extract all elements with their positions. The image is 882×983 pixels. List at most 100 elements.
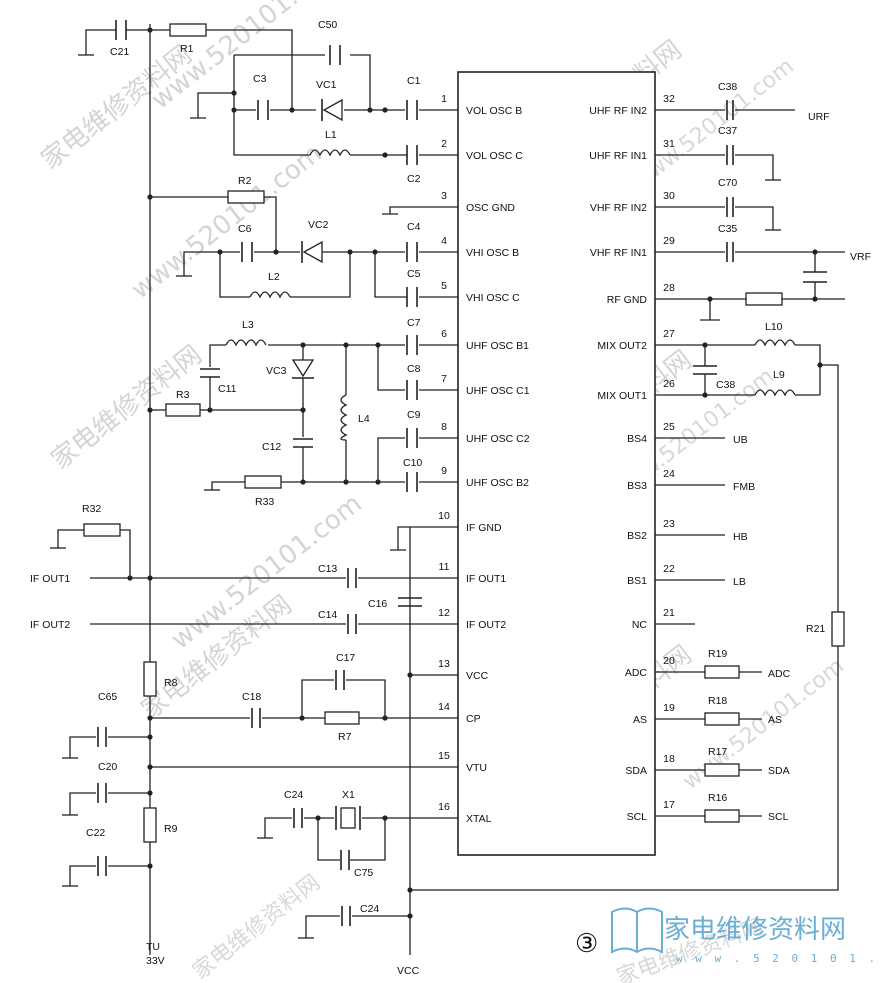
figure-number: ③ xyxy=(575,928,598,958)
ic-pin-label: NC xyxy=(632,619,648,631)
c10-label: C10 xyxy=(403,457,422,469)
vc1-label: VC1 xyxy=(316,79,337,91)
ic-pin-label: UHF RF IN1 xyxy=(589,150,647,162)
ic-pin-label: VOL OSC B xyxy=(466,105,522,117)
ic-pin-number: 25 xyxy=(663,421,675,433)
ic-pin-number: 27 xyxy=(663,328,675,340)
ic-pin-number: 16 xyxy=(438,801,450,813)
vcc-net: VCC xyxy=(397,965,420,977)
c38b-label: C38 xyxy=(716,379,735,391)
l1-label: L1 xyxy=(325,129,337,141)
l4-inductor xyxy=(340,394,348,441)
if-gnd-wire xyxy=(390,526,458,551)
c70-label: C70 xyxy=(718,177,737,189)
ic-pin-label: VOL OSC C xyxy=(466,150,523,162)
ic-pin-label: RF GND xyxy=(607,294,648,306)
l3-label: L3 xyxy=(242,319,254,331)
c3-ground xyxy=(190,92,234,119)
c4-capacitor xyxy=(406,242,418,262)
c5-capacitor xyxy=(406,287,418,307)
watermark-url: www.520101.com xyxy=(678,654,849,795)
c8-label: C8 xyxy=(407,363,421,375)
ic-pin-number: 14 xyxy=(438,701,450,713)
ic-pin-number: 30 xyxy=(663,190,675,202)
book-icon xyxy=(611,907,663,954)
ic-pin-number: 20 xyxy=(663,655,675,667)
ic-pin-number: 23 xyxy=(663,518,675,530)
ic-pin-number: 2 xyxy=(441,138,447,150)
ic-pin-label: UHF RF IN2 xyxy=(589,105,647,117)
x1-label: X1 xyxy=(342,789,355,801)
c35-capacitor xyxy=(726,242,734,262)
ic-pin-label: IF GND xyxy=(466,522,502,534)
l9-label: L9 xyxy=(773,369,785,381)
ic-pin-number: 26 xyxy=(663,378,675,390)
ic-pin-label: SDA xyxy=(625,765,647,777)
adc-net: ADC xyxy=(768,668,791,680)
ic-pin-number: 17 xyxy=(663,799,675,811)
c50-label: C50 xyxy=(318,19,337,31)
ub-net: UB xyxy=(733,434,748,446)
site-logo: 家电维修资料网 w w w . 5 2 0 1 0 1 . c o m xyxy=(611,907,882,965)
watermark-url: www.520101.com xyxy=(126,139,328,306)
ic-pin-number: 18 xyxy=(663,753,675,765)
logo-url: w w w . 5 2 0 1 0 1 . c o m xyxy=(676,952,882,965)
r17-label: R17 xyxy=(708,746,727,758)
c70-capacitor xyxy=(726,197,734,217)
r32-label: R32 xyxy=(82,503,101,515)
ic-pin-label: AS xyxy=(633,714,647,726)
ic-pin-label: MIX OUT2 xyxy=(597,340,647,352)
c13-label: C13 xyxy=(318,563,337,575)
c11-label: C11 xyxy=(218,383,237,395)
r18-label: R18 xyxy=(708,695,727,707)
ic-pin-label: UHF OSC B1 xyxy=(466,340,529,352)
r3-label: R3 xyxy=(176,389,190,401)
vol-osc-wires xyxy=(233,54,395,156)
r7-label: R7 xyxy=(338,731,352,743)
c22-label: C22 xyxy=(86,827,105,839)
ic-pin-label: CP xyxy=(466,713,481,725)
lb-net: LB xyxy=(733,576,746,588)
ic-pin-number: 31 xyxy=(663,138,675,150)
l2-label: L2 xyxy=(268,271,280,283)
ic-pin-label: BS2 xyxy=(627,530,647,542)
r8-label: R8 xyxy=(164,677,178,689)
r3-resistor xyxy=(165,403,201,417)
ic-pin-number: 13 xyxy=(438,658,450,670)
c37-capacitor xyxy=(726,145,734,165)
r1-label: R1 xyxy=(180,43,194,55)
r1-resistor xyxy=(169,23,207,37)
r32-resistor xyxy=(83,523,121,537)
ic-pin-label: SCL xyxy=(627,811,648,823)
rf-gnd-line xyxy=(655,298,845,320)
c75-label: C75 xyxy=(354,867,373,879)
ic-pin-label: VHI OSC B xyxy=(466,247,519,259)
ic-pin-label: XTAL xyxy=(466,813,492,825)
c21-capacitor xyxy=(115,20,127,40)
hb-net: HB xyxy=(733,531,748,543)
c7-label: C7 xyxy=(407,317,421,329)
c3-label: C3 xyxy=(253,73,267,85)
ic-pin-label: VHF RF IN1 xyxy=(590,247,647,259)
ic-pin-number: 11 xyxy=(439,561,450,573)
c5-label: C5 xyxy=(407,268,421,280)
vc2-label: VC2 xyxy=(308,219,329,231)
r19-label: R19 xyxy=(708,648,727,660)
ic-pin-label: UHF OSC C2 xyxy=(466,433,530,445)
fmb-net: FMB xyxy=(733,481,755,493)
c16-capacitor xyxy=(398,597,422,607)
ic-pin-number: 24 xyxy=(663,468,675,480)
sda-net: SDA xyxy=(768,765,790,777)
vc2-varactor xyxy=(302,240,323,264)
ic-pin-label: BS1 xyxy=(627,575,647,587)
c24b-label: C24 xyxy=(360,903,379,915)
c9-capacitor xyxy=(406,428,418,448)
c24b-capacitor xyxy=(341,906,351,926)
c3-capacitor xyxy=(257,100,269,120)
c20-label: C20 xyxy=(98,761,117,773)
ic-pin-label: VHF RF IN2 xyxy=(590,202,647,214)
r21-resistor xyxy=(831,611,845,647)
c2-label: C2 xyxy=(407,173,421,185)
